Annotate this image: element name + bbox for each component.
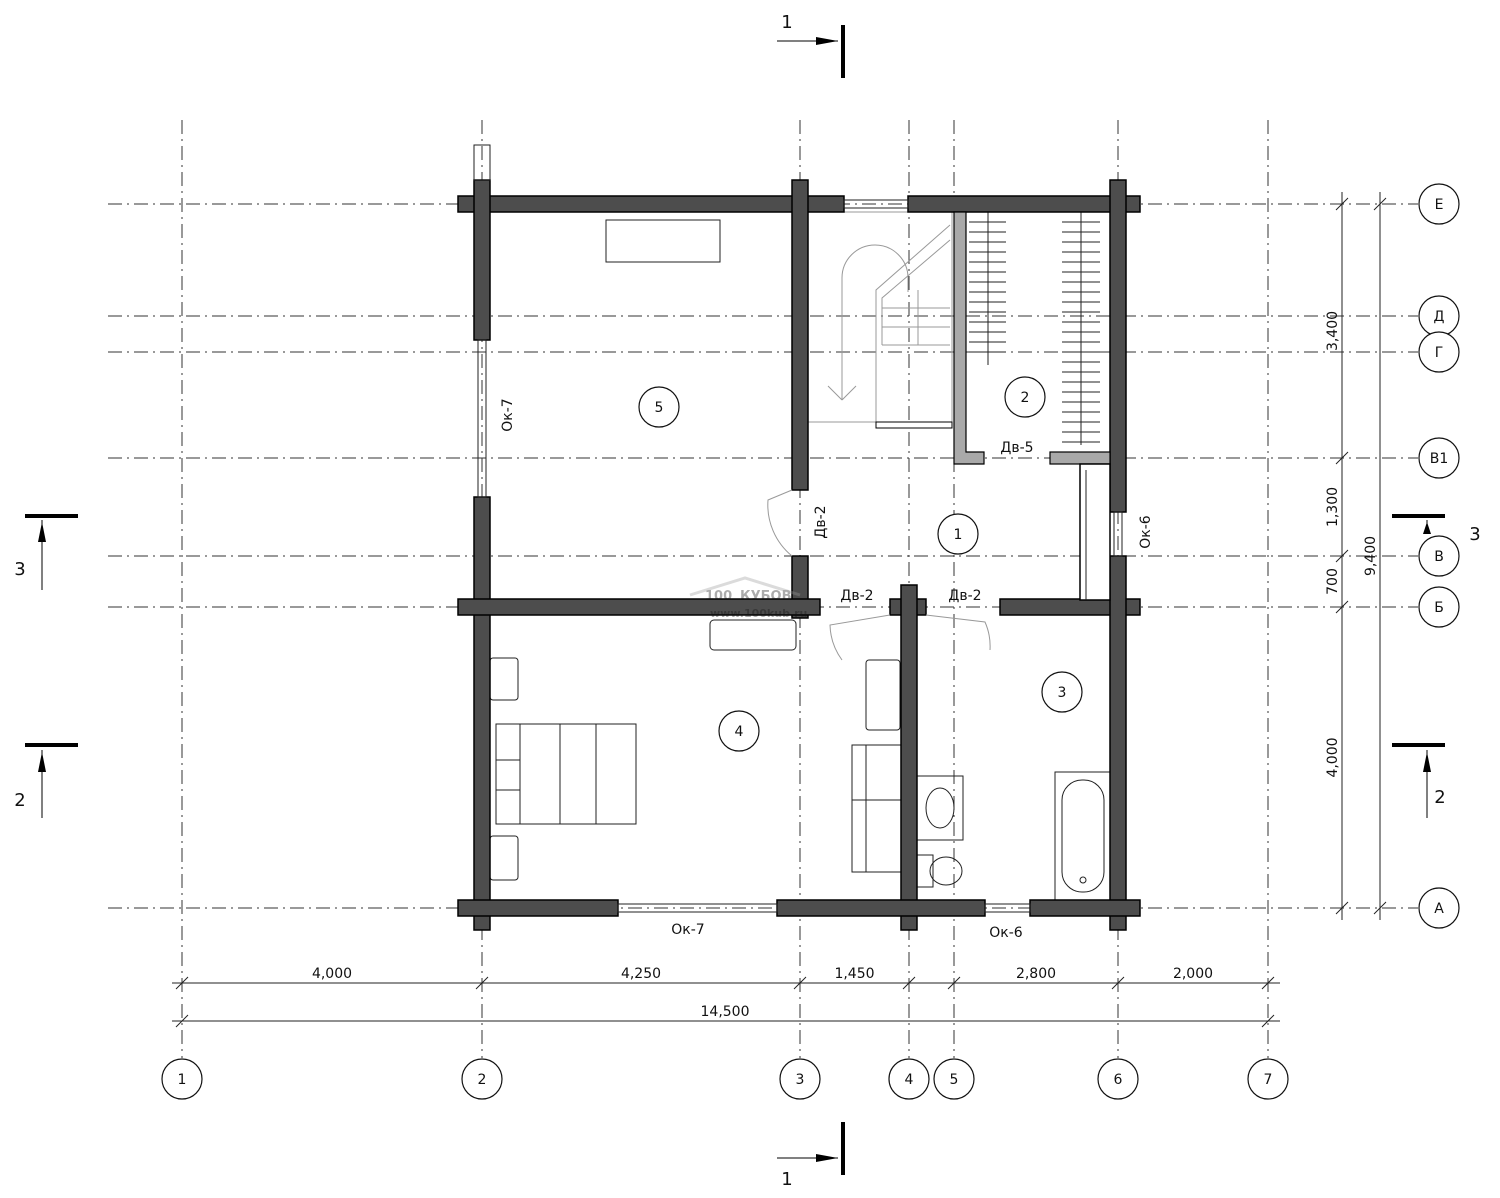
dimension-tick: [175, 1014, 189, 1028]
dimension-total: 14,500: [701, 1004, 750, 1020]
dimension-label: 700: [1325, 568, 1341, 595]
axis-label: 4: [905, 1072, 914, 1088]
dimension-label: 2,800: [1016, 966, 1056, 982]
axis-label: Г: [1435, 345, 1444, 361]
svg-text:100: 100: [705, 589, 732, 604]
axis-bubble: [461, 1058, 503, 1100]
dimension-tick: [1335, 451, 1349, 465]
dimension-tick: [902, 976, 916, 990]
watermark-logo: 100 КУБОВ www.100kub.ru: [689, 576, 807, 620]
dimension-tick: [1373, 197, 1387, 211]
window-label: Ок-7: [671, 922, 704, 938]
door-label: Дв-2: [948, 588, 981, 604]
axis-label: Б: [1434, 600, 1444, 616]
dimension-tick: [1335, 901, 1349, 915]
room-2-label: 2: [1021, 390, 1030, 406]
room-4-label: 4: [735, 724, 744, 740]
dimension-total: 9,400: [1363, 536, 1379, 576]
dimension-tick: [793, 976, 807, 990]
axis-bubble: [1418, 586, 1460, 628]
section-3-right: 3: [1469, 524, 1480, 545]
section-marks: 1 1 3 3 2 2: [14, 12, 1480, 1190]
door-label: Дв-2: [840, 588, 873, 604]
axis-label: В: [1434, 549, 1444, 565]
dimension-label: 4,000: [312, 966, 352, 982]
section-1-top: 1: [781, 12, 792, 33]
dimension-label: 3,400: [1325, 311, 1341, 351]
dimension-tick: [1261, 1014, 1275, 1028]
section-2-right: 2: [1434, 787, 1445, 808]
dimension-label: 4,000: [1325, 737, 1341, 777]
dimension-label: 1,300: [1325, 487, 1341, 527]
axis-label: 1: [178, 1072, 187, 1088]
room-5-label: 5: [655, 400, 664, 416]
svg-text:www.100kub.ru: www.100kub.ru: [710, 607, 807, 620]
axis-bubble: [933, 1058, 975, 1100]
dimension-tick: [1335, 197, 1349, 211]
axis-bubble: [888, 1058, 930, 1100]
furniture-room4: [489, 619, 903, 881]
axis-label: В1: [1430, 451, 1449, 467]
axis-bubble: [1247, 1058, 1289, 1100]
section-1-bottom: 1: [781, 1169, 792, 1190]
dimension-tick: [947, 976, 961, 990]
svg-text:КУБОВ: КУБОВ: [740, 589, 792, 604]
dimension-tick: [1111, 976, 1125, 990]
dimension-lines: 4,000 4,250 1,450 2,800 2,000 14,500 3,400 1,30…: [172, 192, 1387, 1028]
axis-label: Е: [1435, 197, 1444, 213]
axis-label: 3: [796, 1072, 805, 1088]
window-label: Ок-6: [1138, 515, 1154, 549]
axis-bubble: [779, 1058, 821, 1100]
section-2-left: 2: [14, 790, 25, 811]
door-label: Дв-2: [813, 505, 829, 538]
axis-label: 5: [950, 1072, 959, 1088]
room-labels: 1 2 3 4 5: [638, 376, 1083, 752]
dimension-label: 4,250: [621, 966, 661, 982]
axis-bubble: [1418, 183, 1460, 225]
dimension-label: 1,450: [834, 966, 874, 982]
window-label: Ок-6: [989, 925, 1023, 941]
dimension-label: 2,000: [1173, 966, 1213, 982]
axis-label: 2: [478, 1072, 487, 1088]
axis-label: Д: [1434, 309, 1445, 325]
axis-bubbles: 1 2 3 4 5 6 7 Е Д Г В1В Б А: [161, 183, 1460, 1100]
dimension-tick: [1373, 901, 1387, 915]
door-swings: [767, 489, 991, 661]
axis-label: 7: [1264, 1072, 1273, 1088]
wardrobe-shelves: [969, 212, 1100, 445]
bathroom-fixtures: [916, 771, 1111, 901]
dimension-tick: [1335, 600, 1349, 614]
dimension-tick: [1335, 549, 1349, 563]
axis-label: 6: [1114, 1072, 1123, 1088]
walls: [457, 179, 1141, 931]
dimension-tick: [175, 976, 189, 990]
axis-bubble: [1418, 887, 1460, 929]
staircase: [807, 211, 953, 429]
window-label: Ок-7: [500, 398, 516, 431]
axis-bubble: [1097, 1058, 1139, 1100]
room-3-label: 3: [1058, 685, 1067, 701]
windows: [473, 144, 1123, 913]
axis-bubble: [1418, 331, 1460, 373]
axis-bubble: [161, 1058, 203, 1100]
section-3-left: 3: [14, 559, 25, 580]
axis-bubble: [1418, 437, 1460, 479]
opening-labels: Ок-7 Ок-7 Ок-6 Ок-6 Дв-2 Дв-2 Дв-2 Дв-5: [500, 398, 1154, 941]
door-label: Дв-5: [1000, 440, 1033, 456]
axis-label: А: [1434, 901, 1444, 917]
room-1-label: 1: [954, 527, 963, 543]
dimension-tick: [1261, 976, 1275, 990]
bed-room5: [605, 219, 721, 263]
dimension-tick: [475, 976, 489, 990]
axis-bubble: [1418, 535, 1460, 577]
